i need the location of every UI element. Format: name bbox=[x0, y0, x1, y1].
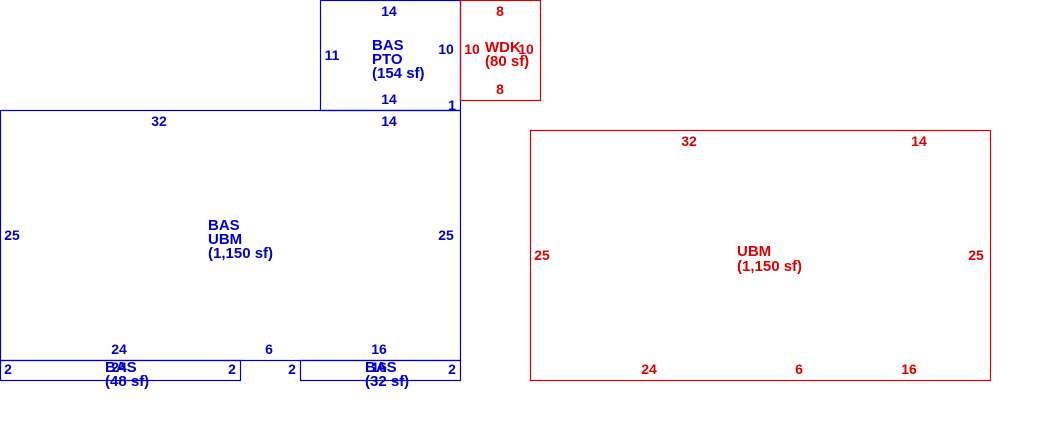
wdk-label-area: (80 sf) bbox=[485, 53, 529, 70]
ubm-dim-bottom-right: 16 bbox=[901, 361, 917, 377]
wdk-label-line1: WDK bbox=[485, 39, 521, 56]
small-left-bas-outline bbox=[0, 359, 242, 382]
wdk-dim-left: 10 bbox=[464, 41, 480, 57]
small-left-label-line1: BAS bbox=[105, 359, 137, 376]
small-left-dim-left: 2 bbox=[4, 361, 12, 377]
pto-dim-right: 10 bbox=[438, 41, 454, 57]
main-dim-top-left: 32 bbox=[151, 113, 167, 129]
ubm-dim-right: 25 bbox=[968, 247, 984, 263]
main-dim-bottom-gap: 6 bbox=[265, 341, 273, 357]
main-label-line1: BAS bbox=[208, 217, 240, 234]
main-dim-bottom-right: 16 bbox=[371, 341, 387, 357]
wdk-dim-top: 8 bbox=[496, 3, 504, 19]
pto-dim-bottom: 14 bbox=[381, 91, 397, 107]
small-left-dim-right: 2 bbox=[228, 361, 236, 377]
ubm-dim-top-left: 32 bbox=[681, 133, 697, 149]
small-right-dim-left: 2 bbox=[288, 361, 296, 377]
ubm-dim-left: 25 bbox=[534, 247, 550, 263]
ubm-dim-bottom-left: 24 bbox=[641, 361, 657, 377]
small-right-label-line1: BAS bbox=[365, 359, 397, 376]
main-dim-top-right: 14 bbox=[381, 113, 397, 129]
small-right-bas-outline bbox=[299, 359, 462, 382]
ubm-label-line1: UBM bbox=[737, 243, 771, 260]
small-right-dim-right: 2 bbox=[448, 361, 456, 377]
small-right-dim-inner: 16 bbox=[371, 359, 387, 375]
main-label-line2: UBM bbox=[208, 231, 242, 248]
main-label-area: (1,150 sf) bbox=[208, 245, 273, 262]
ubm-label-area: (1,150 sf) bbox=[737, 258, 802, 275]
wdk-dim-right: 10 bbox=[518, 41, 534, 57]
small-right-label-area: (32 sf) bbox=[365, 373, 409, 390]
pto-dim-left: 11 bbox=[325, 47, 340, 63]
small-left-label-area: (48 sf) bbox=[105, 373, 149, 390]
pto-label-line1: BAS bbox=[372, 37, 404, 54]
pto-dim-step: 1 bbox=[448, 97, 456, 113]
wdk-outline bbox=[459, 0, 542, 102]
ubm-outline bbox=[529, 129, 992, 382]
wdk-dim-bottom: 8 bbox=[496, 81, 504, 97]
main-dim-left: 25 bbox=[4, 227, 20, 243]
ubm-dim-bottom-mid: 6 bbox=[795, 361, 803, 377]
main-dim-right: 25 bbox=[438, 227, 454, 243]
ubm-dim-top-right: 14 bbox=[911, 133, 927, 149]
small-left-dim-inner: 24 bbox=[111, 359, 127, 375]
main-dim-bottom-left: 24 bbox=[111, 341, 127, 357]
pto-label-line2: PTO bbox=[372, 51, 403, 68]
pto-label-area: (154 sf) bbox=[372, 65, 425, 82]
pto-dim-top: 14 bbox=[381, 3, 397, 19]
